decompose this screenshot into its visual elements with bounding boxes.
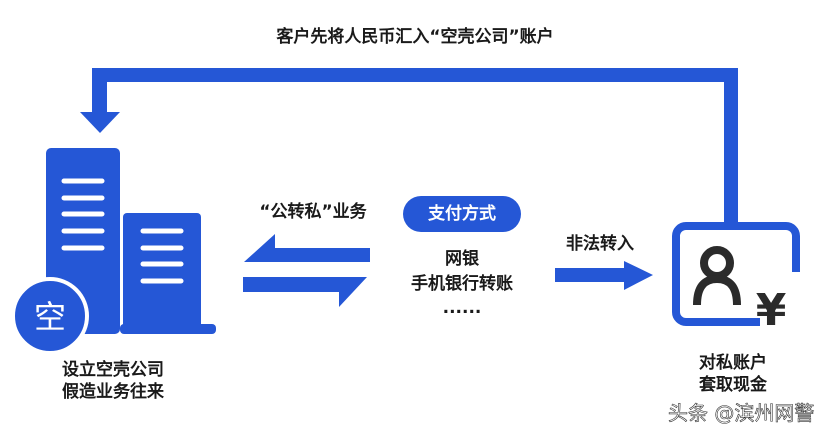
loop-arrowhead-down [80,112,120,133]
diagram-title: 客户先将人民币汇入“空壳公司”账户 [276,27,554,47]
person-icon [693,246,741,306]
badge-text: 空 [34,298,66,336]
right-caption-2: 套取现金 [699,375,767,395]
arrow-left [244,234,370,262]
building-windows [61,178,184,284]
building-short [123,213,201,334]
method-item: 网银 [445,249,479,269]
payment-method-pill: 支付方式 [403,196,521,232]
left-caption-2: 假造业务往来 [62,382,164,402]
arrow-right [243,277,367,307]
watermark: 头条 @滨州网警 [668,401,815,425]
yuan-icon: ¥ [756,285,787,336]
account-box [672,222,800,326]
badge-circle [11,277,89,355]
loop-left-bar [92,68,107,114]
method-item: ...... [442,298,482,318]
right-caption-1: 对私账户 [699,353,767,373]
illegal-transfer-label: 非法转入 [566,234,634,254]
loop-top-bar [92,68,738,82]
building-base [120,324,216,334]
loop-right-bar [724,68,738,224]
left-caption-1: 设立空壳公司 [62,360,164,380]
transfer-label: “公转私”业务 [259,202,367,222]
arrow-illegal-transfer [555,261,653,290]
method-item: 手机银行转账 [411,274,513,294]
